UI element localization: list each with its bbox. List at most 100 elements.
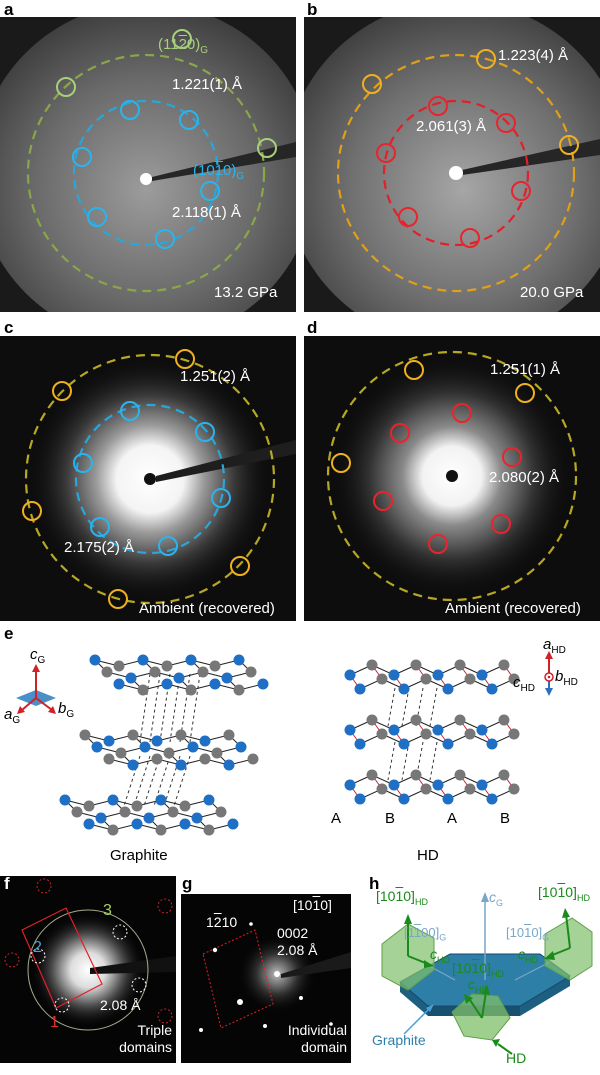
atom [163, 747, 175, 759]
graphite-right-direction: [1010]G [506, 925, 550, 943]
axis-c-hd: cHD [513, 674, 535, 694]
spot-circle-white [131, 977, 147, 993]
atom [486, 683, 498, 695]
caption-line-1: Individual [287, 1022, 347, 1038]
atom [388, 779, 400, 791]
diffraction-spot [237, 999, 243, 1005]
atom [388, 724, 400, 736]
atom [486, 793, 498, 805]
graphite-pointer-arrow [403, 1007, 431, 1035]
diffraction-spot [329, 1022, 333, 1026]
atom [155, 794, 167, 806]
atom [235, 741, 247, 753]
spot-circle-orange [559, 135, 579, 155]
atom [508, 728, 520, 740]
stack-label: B [500, 810, 511, 827]
inner-d-spacing: 2.118(1) Å [172, 204, 241, 221]
atom [432, 779, 444, 791]
spot-circle-white [30, 948, 46, 964]
spot-circle-blue [179, 110, 199, 130]
atom [486, 738, 498, 750]
bond [429, 741, 438, 781]
atom [366, 769, 378, 781]
outer-ring-olive [24, 353, 276, 605]
atom [155, 824, 167, 836]
direct-beam [140, 173, 152, 185]
diffraction-spot [212, 947, 218, 953]
atom [175, 759, 187, 771]
hd-arrow [565, 913, 571, 949]
bond [173, 755, 191, 807]
spot-0002-label: 0002 [277, 925, 309, 941]
structure-panel-e: cG aG bG aHD bHD cHD Graphite HD A B A B [0, 630, 600, 870]
axis-b-hd: bHD [555, 668, 578, 688]
spot-circle-red [157, 1008, 173, 1024]
beamstop-shadow [462, 139, 600, 175]
panel-label-g: g [182, 874, 193, 893]
atom [89, 654, 101, 666]
hd-left-direction: [1010]HD [376, 888, 428, 907]
atom [376, 728, 388, 740]
spot-circle-red [460, 228, 480, 248]
stack-label: A [331, 810, 342, 827]
atom [227, 818, 239, 830]
diffraction-panel-c: 1.251(2) Å 2.175(2) Å Ambient (recovered… [0, 336, 296, 621]
spot-circle-red [390, 423, 410, 443]
atom [410, 714, 422, 726]
outer-ring-orange [336, 53, 576, 293]
atom [71, 806, 83, 818]
atom [125, 672, 137, 684]
graphite-plate-edge [400, 982, 428, 1016]
graphite-label: Graphite [372, 1032, 426, 1048]
spot-circle-green [172, 29, 192, 49]
atom [103, 735, 115, 747]
inner-d-spacing: 2.080(2) Å [489, 469, 560, 486]
spot-circle-blue [73, 453, 93, 473]
outer-ring-green [26, 53, 266, 293]
atom [175, 729, 187, 741]
spot-index-label: 1210 [206, 914, 238, 930]
outer-d-spacing: 1.251(2) Å [180, 368, 251, 385]
bond [139, 673, 151, 743]
atom [420, 783, 432, 795]
spot-circle-orange [108, 589, 128, 609]
bond [189, 673, 201, 743]
spot-circle-red [496, 113, 516, 133]
atom [454, 714, 466, 726]
panel-label-f: f [4, 874, 10, 893]
atom [119, 806, 131, 818]
atom [199, 753, 211, 765]
spot-circle-red [428, 534, 448, 554]
atom [143, 812, 155, 824]
atom [498, 659, 510, 671]
atom [83, 818, 95, 830]
unit-cell-domain-1 [21, 907, 103, 1009]
diffraction-panel-a: (1120)G 1.221(1) Å (1010)G 2.118(1) Å 13… [0, 17, 296, 312]
axis-b-graphite: bG [58, 700, 75, 720]
atom [233, 684, 245, 696]
atom [199, 735, 211, 747]
spot-circle-red [398, 207, 418, 227]
graphite-axes-icon [16, 664, 56, 714]
atom [398, 683, 410, 695]
diffraction-spot [263, 1024, 267, 1028]
hd-label: HD [506, 1050, 527, 1066]
inner-d-spacing: 2.061(3) Å [416, 118, 487, 135]
spot-circle-blue [90, 517, 110, 537]
inner-miller-index: (1010)G [193, 162, 245, 182]
atom [508, 783, 520, 795]
atom [432, 724, 444, 736]
axis-a-graphite: aG [4, 706, 21, 726]
atom [151, 735, 163, 747]
atom [410, 769, 422, 781]
bond [133, 755, 151, 807]
inner-ring-red [382, 99, 530, 247]
spot-circle-red [373, 491, 393, 511]
spot-circle-blue [120, 100, 140, 120]
domain-number-3: 3 [103, 902, 112, 919]
unit-cell [202, 929, 274, 1029]
atom [215, 806, 227, 818]
panel-label-a: a [4, 0, 14, 19]
bond [401, 687, 410, 727]
spot-circle-red [428, 96, 448, 116]
